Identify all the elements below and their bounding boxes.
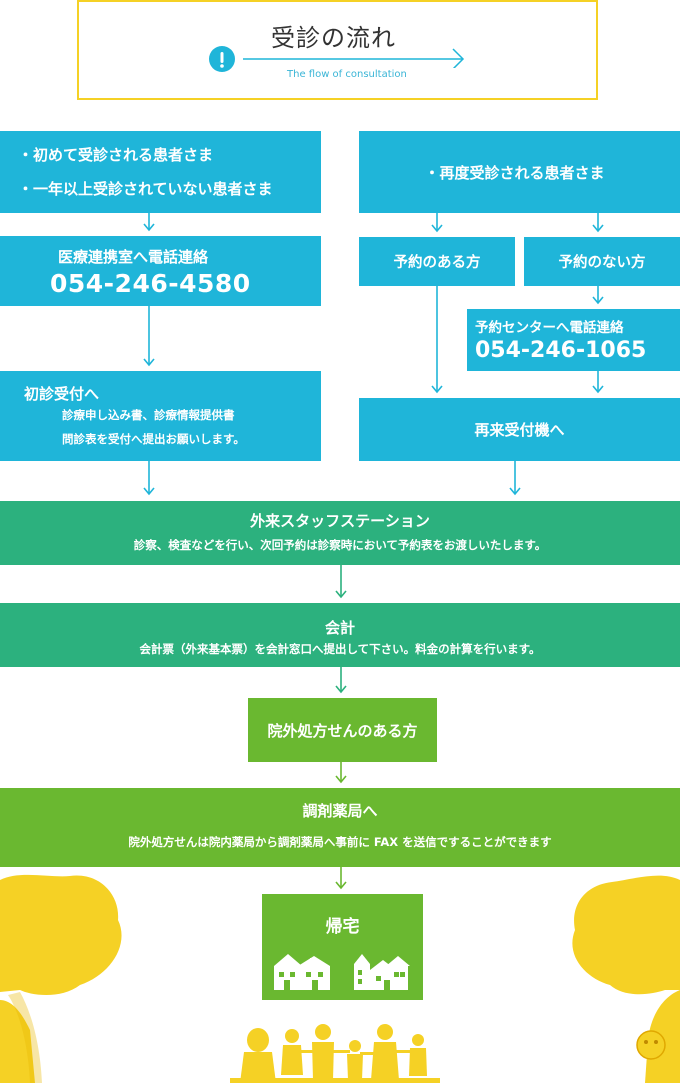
- with-appointment-label: 予約のある方: [393, 255, 481, 271]
- with-appointment-box: 予約のある方: [359, 237, 515, 286]
- home-box: 帰宅: [262, 894, 423, 1000]
- returning-patient-box: ・再度受診される患者さま: [359, 131, 680, 213]
- new-patient-line-2: ・一年以上受診されていない患者さま: [18, 180, 273, 198]
- pharmacy-desc: 院外処方せんは院内薬局から調剤薬局へ事前に FAX を送信ですることができます: [128, 835, 552, 849]
- staff-station-title: 外来スタッフステーション: [250, 512, 430, 530]
- without-appointment-label: 予約のない方: [558, 255, 646, 271]
- staff-station-desc: 診察、検査などを行い、次回予約は診察時において予約表をお渡しいたします。: [133, 538, 547, 552]
- title-arrow-icon: [243, 48, 465, 68]
- accounting-desc: 会計票（外来基本票）を会計窓口へ提出して下さい。料金の計算を行います。: [139, 642, 541, 656]
- reservation-label: 予約センターへ電話連絡: [475, 320, 624, 336]
- pharmacy-box: 調剤薬局へ 院外処方せんは院内薬局から調剤薬局へ事前に FAX を送信ですること…: [0, 788, 680, 867]
- first-visit-line-1: 診療申し込み書、診療情報提供書: [62, 408, 235, 422]
- page-subtitle: The flow of consultation: [287, 69, 407, 80]
- people-silhouettes: [230, 1024, 440, 1083]
- home-label: 帰宅: [325, 917, 360, 937]
- first-visit-title: 初診受付へ: [24, 385, 100, 403]
- accounting-box: 会計 会計票（外来基本票）を会計窓口へ提出して下さい。料金の計算を行います。: [0, 603, 680, 667]
- reservation-box: 予約センターへ電話連絡 054-246-1065: [467, 309, 680, 371]
- referral-label: 医療連携室へ電話連絡: [58, 248, 209, 266]
- houses-icon: [274, 954, 410, 990]
- revisit-box: 再来受付機へ: [359, 398, 680, 461]
- right-tree-canopy: [572, 875, 680, 995]
- reservation-phone: 054-246-1065: [475, 338, 647, 363]
- first-visit-box: 初診受付へ 診療申し込み書、診療情報提供書 問診表を受付へ提出お願いします。: [0, 371, 321, 461]
- referral-phone: 054-246-4580: [50, 269, 251, 298]
- page-title: 受診の流れ: [271, 24, 396, 52]
- prescription-label: 院外処方せんのある方: [267, 721, 418, 740]
- prescription-box: 院外処方せんのある方: [248, 698, 437, 762]
- revisit-label: 再来受付機へ: [474, 421, 565, 439]
- accounting-title: 会計: [324, 619, 355, 637]
- referral-box: 医療連携室へ電話連絡 054-246-4580: [0, 236, 321, 306]
- left-tree-canopy: [0, 874, 122, 995]
- pharmacy-title: 調剤薬局へ: [302, 802, 378, 820]
- left-tree-trunk: [0, 1000, 35, 1083]
- staff-station-box: 外来スタッフステーション 診察、検査などを行い、次回予約は診察時において予約表を…: [0, 501, 680, 565]
- info-icon: [209, 46, 235, 72]
- new-patient-box: ・初めて受診される患者さま ・一年以上受診されていない患者さま: [0, 131, 321, 213]
- header-box: 受診の流れ The flow of consultation: [77, 0, 598, 100]
- right-tree-trunk: [645, 990, 680, 1083]
- without-appointment-box: 予約のない方: [524, 237, 680, 286]
- first-visit-line-2: 問診表を受付へ提出お願いします。: [62, 432, 245, 446]
- returning-patient-label: ・再度受診される患者さま: [424, 163, 605, 182]
- new-patient-line-1: ・初めて受診される患者さま: [18, 146, 214, 164]
